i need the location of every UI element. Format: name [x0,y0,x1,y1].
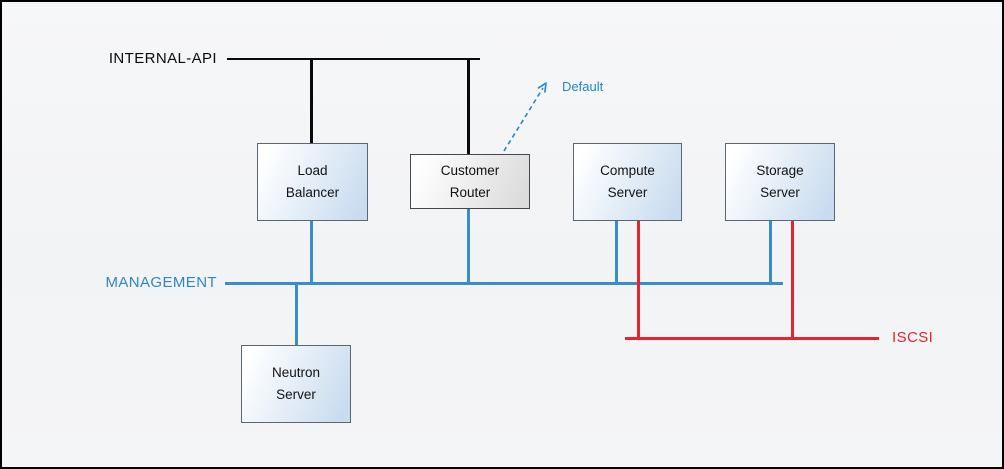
iscsi-network-label: ISCSI [892,329,934,346]
management-network-label: MANAGEMENT [105,274,217,291]
management-drop-storage-server [769,221,772,283]
default-route-label: Default [562,79,604,94]
internal-api-drop-to-load-balancer [310,59,313,143]
node-neutron-server-label: Neutron Server [271,365,321,402]
iscsi-drop-storage-server [791,221,794,339]
node-customer-router: Customer Router [410,154,530,209]
management-drop-neutron-server [295,284,298,346]
node-customer-router-label: Customer Router [440,162,500,200]
internal-api-network-label: INTERNAL-API [108,50,217,67]
iscsi-bus-line [625,337,879,340]
node-load-balancer-label: Load Balancer [285,163,340,200]
node-load-balancer: Load Balancer [257,143,368,221]
internal-api-drop-to-customer-router [467,59,470,155]
node-compute-server-label: Compute Server [600,163,655,200]
internal-api-bus-line [227,58,480,60]
node-storage-server-label: Storage Server [756,163,804,200]
iscsi-drop-compute-server [637,221,640,339]
management-drop-load-balancer [310,221,313,283]
management-drop-customer-router [467,209,470,283]
node-neutron-server: Neutron Server [241,345,351,423]
node-compute-server: Compute Server [573,143,682,221]
management-drop-compute-server [615,221,618,283]
node-storage-server: Storage Server [725,143,835,221]
management-bus-line [225,282,783,285]
default-route-arrow [503,82,547,152]
